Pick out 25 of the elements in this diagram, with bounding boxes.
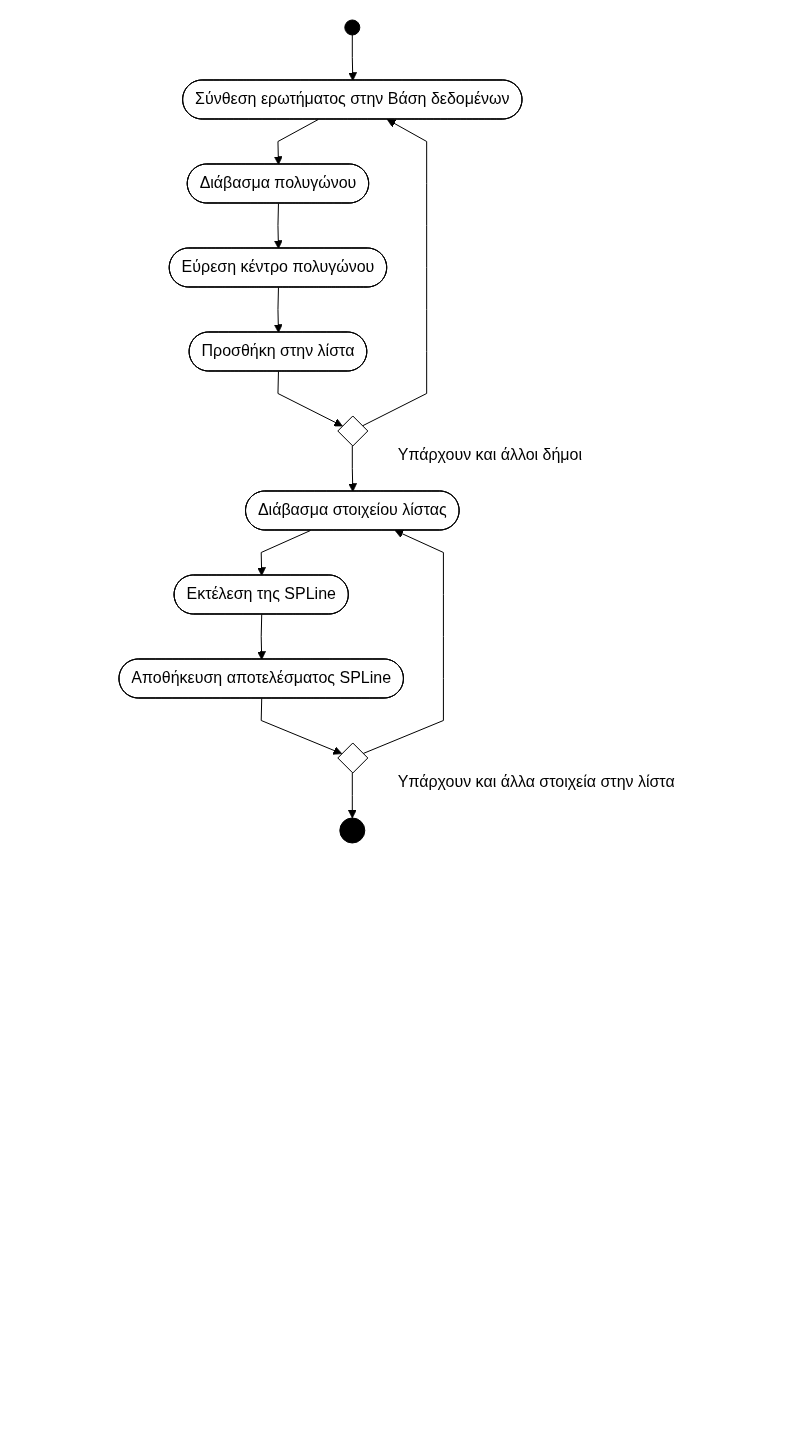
decision-caption: Υπάρχουν και άλλοι δήμοι: [397, 446, 582, 463]
arrow: [256, 530, 311, 576]
end-node: [338, 817, 365, 844]
arrow: [273, 287, 283, 333]
arrow: [347, 34, 357, 81]
activity-node: Εκτέλεση της SPLine: [173, 574, 349, 615]
activity-node: Σύνθεση ερωτήματος στην Βάση δεδομένων: [181, 79, 523, 120]
activity-node: Διάβασμα πολυγώνου: [186, 163, 369, 204]
arrow: [347, 772, 357, 819]
activity-node: Προσθήκη στην λίστα: [188, 331, 367, 372]
arrow: [273, 203, 283, 249]
start-node: [343, 19, 360, 36]
decision-caption: Υπάρχουν και άλλα στοιχεία στην λίστα: [397, 773, 675, 790]
arrow: [277, 371, 343, 427]
activity-node: Εύρεση κέντρο πολυγώνου: [168, 247, 387, 288]
arrow: [347, 445, 357, 492]
arrow: [256, 614, 266, 660]
arrow: [273, 119, 319, 165]
activity-node: Διάβασμα στοιχείου λίστας: [244, 490, 460, 531]
arrow: [362, 529, 444, 755]
arrow: [260, 698, 342, 755]
arrow: [361, 119, 427, 427]
decision-diamond: [336, 415, 582, 463]
activity-node: Αποθήκευση αποτελέσματος SPLine: [118, 658, 404, 699]
decision-diamond: [336, 742, 675, 790]
